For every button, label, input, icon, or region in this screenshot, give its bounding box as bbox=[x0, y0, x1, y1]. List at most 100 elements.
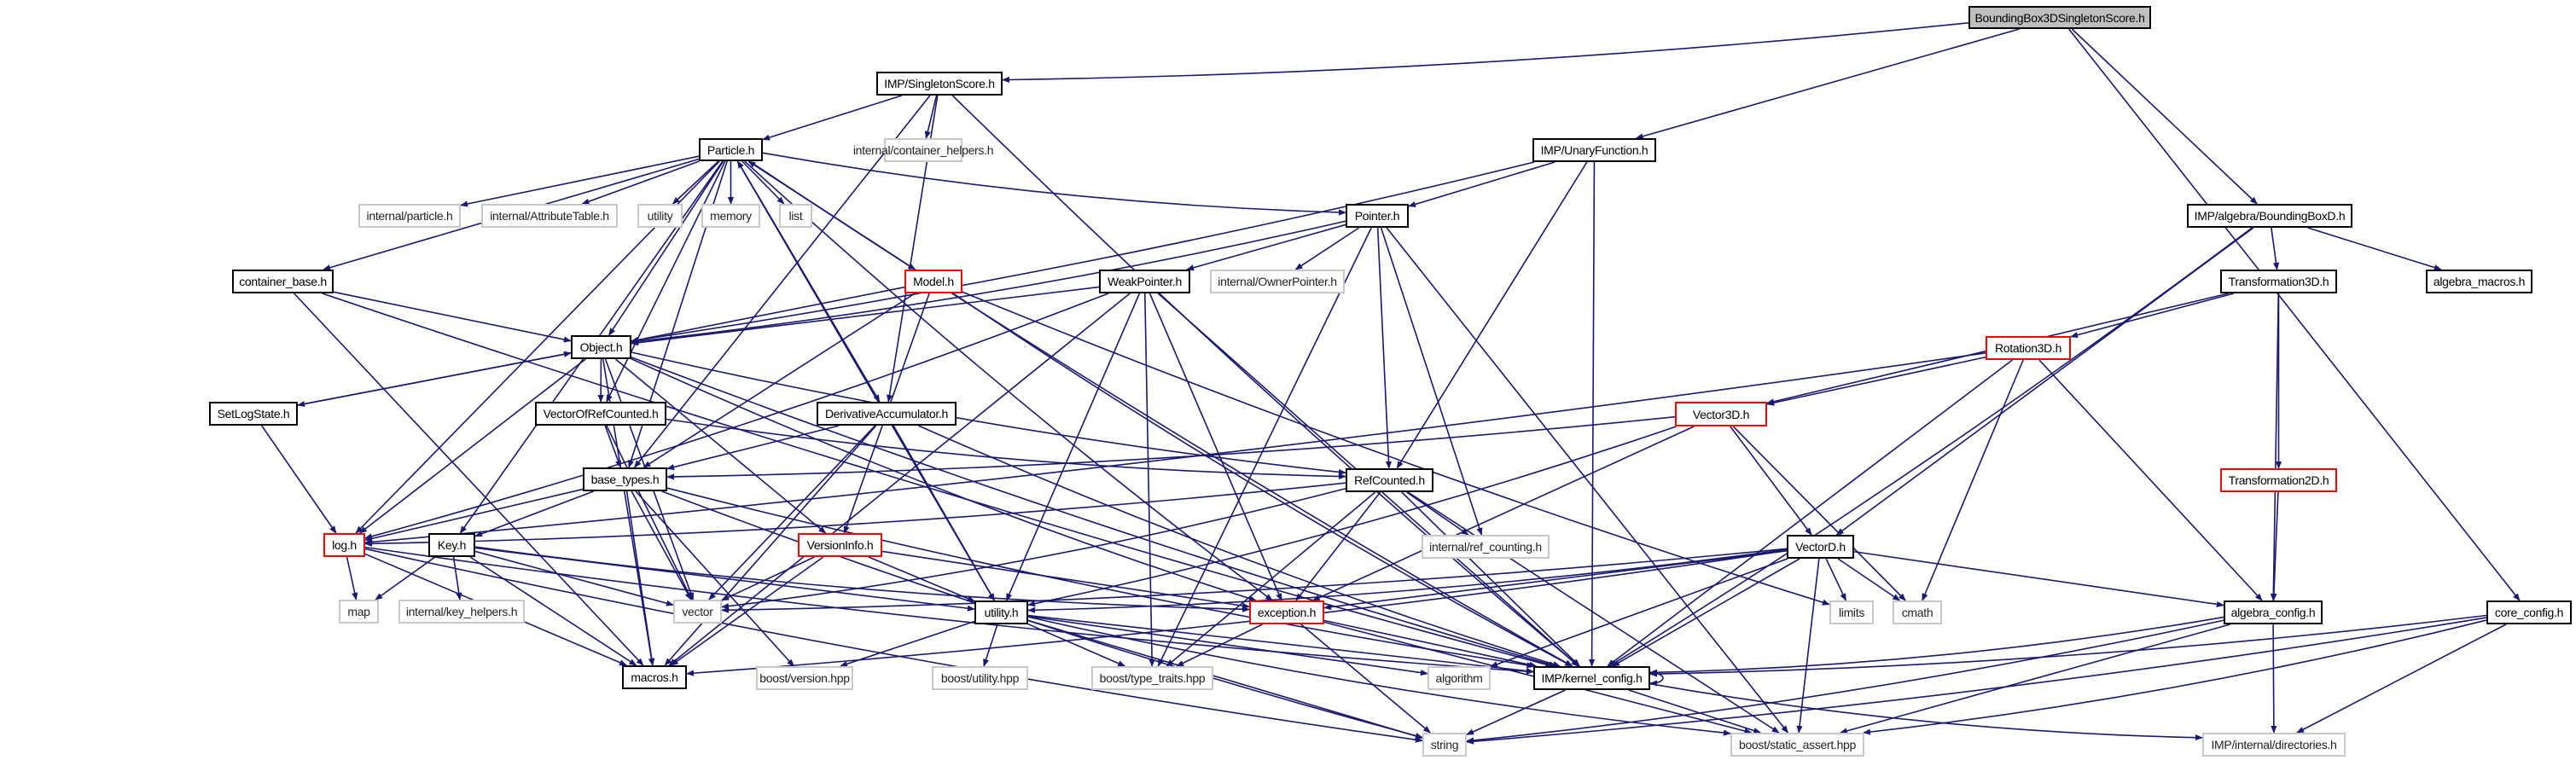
edge-cb-to-object bbox=[333, 291, 572, 343]
node-label: Particle.h bbox=[707, 142, 755, 157]
node-map[interactable]: map bbox=[339, 600, 379, 624]
edge-bt-to-kc bbox=[666, 487, 1535, 669]
node-model[interactable]: Model.h bbox=[904, 270, 962, 293]
edge-rot-to-log bbox=[364, 352, 1986, 545]
edge-vd-to-vector bbox=[721, 548, 1788, 613]
node-cmath[interactable]: cmath bbox=[1893, 600, 1942, 624]
edge-ss-to-ch bbox=[924, 95, 938, 139]
node-vorc[interactable]: VectorOfRefCounted.h bbox=[535, 402, 666, 426]
node-kh[interactable]: internal/key_helpers.h bbox=[398, 600, 525, 624]
edge-log-to-map bbox=[346, 556, 358, 600]
node-sls[interactable]: SetLogState.h bbox=[209, 402, 298, 426]
node-label: Rotation3D.h bbox=[1994, 341, 2062, 355]
edge-deriv-to-macros bbox=[664, 425, 877, 666]
node-t2d[interactable]: Transformation2D.h bbox=[2220, 468, 2337, 492]
edge-rot-to-kc bbox=[1607, 359, 2013, 667]
edge-pointer-to-object bbox=[631, 220, 1346, 345]
node-label: IMP/algebra/BoundingBoxD.h bbox=[2194, 209, 2346, 223]
edge-rot-to-cmath bbox=[1922, 359, 2024, 601]
node-vector[interactable]: vector bbox=[673, 600, 722, 624]
node-bt[interactable]: base_types.h bbox=[583, 467, 667, 491]
edge-cb-to-kc bbox=[322, 293, 1554, 668]
edge-cc-to-dirs bbox=[2296, 624, 2507, 734]
edge-particle-to-ipart bbox=[460, 155, 700, 207]
node-cc[interactable]: core_config.h bbox=[2486, 600, 2572, 624]
node-btt[interactable]: boost/type_traits.hpp bbox=[1091, 666, 1213, 690]
node-key[interactable]: Key.h bbox=[428, 533, 475, 557]
node-memory[interactable]: memory bbox=[701, 204, 760, 228]
node-rc[interactable]: RefCounted.h bbox=[1346, 468, 1433, 492]
node-pointer[interactable]: Pointer.h bbox=[1346, 204, 1409, 228]
edge-kc-to-string bbox=[1466, 689, 1566, 735]
edge-log-to-kc bbox=[364, 546, 1534, 675]
edge-vi-to-exc bbox=[881, 550, 1250, 609]
node-label: Pointer.h bbox=[1354, 209, 1400, 223]
edge-vd-to-exc bbox=[1323, 550, 1788, 611]
edge-particle-to-list bbox=[741, 160, 785, 205]
node-exc[interactable]: exception.h bbox=[1249, 600, 1324, 624]
node-label: internal/particle.h bbox=[366, 209, 453, 223]
node-owner[interactable]: internal/OwnerPointer.h bbox=[1210, 270, 1345, 293]
node-label: Transformation2D.h bbox=[2228, 473, 2329, 487]
node-utility[interactable]: utility bbox=[637, 204, 683, 228]
edge-cb-to-macros bbox=[294, 293, 644, 666]
edge-vd-to-cmath bbox=[1837, 558, 1901, 601]
edge-t3d-to-ac bbox=[2270, 293, 2280, 601]
node-rot[interactable]: Rotation3D.h bbox=[1986, 336, 2071, 360]
node-label: base_types.h bbox=[590, 473, 660, 486]
node-uh[interactable]: utility.h bbox=[974, 600, 1028, 624]
node-dirs[interactable]: IMP/internal/directories.h bbox=[2202, 733, 2346, 757]
node-attr[interactable]: internal/AttributeTable.h bbox=[481, 204, 618, 228]
edge-pointer-to-weak bbox=[1186, 223, 1346, 271]
edge-key-to-map bbox=[375, 556, 436, 600]
node-list[interactable]: list bbox=[779, 204, 812, 228]
node-vi[interactable]: VersionInfo.h bbox=[798, 533, 882, 557]
node-bver[interactable]: boost/version.hpp bbox=[756, 666, 853, 690]
node-label: boost/static_assert.hpp bbox=[1738, 738, 1857, 751]
node-butil[interactable]: boost/utility.hpp bbox=[932, 666, 1028, 690]
node-uf[interactable]: IMP/UnaryFunction.h bbox=[1532, 138, 1656, 162]
node-label: log.h bbox=[332, 538, 357, 552]
edge-uh-to-string bbox=[1027, 619, 1423, 740]
node-particle[interactable]: Particle.h bbox=[699, 138, 763, 161]
node-ss[interactable]: IMP/SingletonScore.h bbox=[876, 72, 1003, 96]
node-cb[interactable]: container_base.h bbox=[232, 270, 334, 293]
edge-model-to-bt bbox=[643, 293, 916, 468]
node-object[interactable]: Object.h bbox=[571, 335, 631, 359]
node-bsa[interactable]: boost/static_assert.hpp bbox=[1730, 733, 1864, 757]
node-ac[interactable]: algebra_config.h bbox=[2224, 600, 2323, 624]
node-weak[interactable]: WeakPointer.h bbox=[1099, 270, 1190, 293]
edge-object-to-exc bbox=[631, 358, 1257, 601]
node-label: Vector3D.h bbox=[1692, 407, 1750, 421]
edge-vorc-to-vector bbox=[606, 425, 693, 600]
node-amac[interactable]: algebra_macros.h bbox=[2426, 270, 2532, 293]
edge-uf-to-pointer bbox=[1408, 161, 1555, 207]
node-ch[interactable]: internal/container_helpers.h bbox=[853, 138, 994, 162]
node-vd[interactable]: VectorD.h bbox=[1787, 535, 1854, 559]
node-label: WeakPointer.h bbox=[1108, 275, 1182, 288]
node-v3d[interactable]: Vector3D.h bbox=[1675, 402, 1767, 426]
node-root[interactable]: BoundingBox3DSingletonScore.h bbox=[1968, 6, 2151, 29]
edge-rot-to-v3d bbox=[1766, 356, 1986, 406]
node-t3d[interactable]: Transformation3D.h bbox=[2220, 270, 2337, 293]
node-label: map bbox=[347, 605, 370, 618]
node-limits[interactable]: limits bbox=[1829, 600, 1874, 624]
node-kc[interactable]: IMP/kernel_config.h bbox=[1533, 666, 1650, 690]
node-ipart[interactable]: internal/particle.h bbox=[358, 204, 461, 228]
node-rcnt[interactable]: internal/ref_counting.h bbox=[1422, 535, 1550, 559]
edge-vi-to-macros bbox=[670, 556, 824, 666]
node-log[interactable]: log.h bbox=[323, 533, 365, 557]
node-bbd[interactable]: IMP/algebra/BoundingBoxD.h bbox=[2187, 204, 2352, 228]
edge-ac-to-dirs bbox=[2271, 624, 2277, 734]
node-label: IMP/kernel_config.h bbox=[1541, 671, 1643, 685]
node-string[interactable]: string bbox=[1422, 733, 1467, 757]
edge-uh-to-btt bbox=[1027, 623, 1126, 667]
node-macros[interactable]: macros.h bbox=[622, 665, 687, 689]
node-label: boost/version.hpp bbox=[759, 671, 850, 685]
edge-v3d-to-uh bbox=[1027, 426, 1677, 607]
node-algo[interactable]: algorithm bbox=[1428, 666, 1491, 690]
edge-vi-to-uh bbox=[868, 556, 975, 602]
node-label: internal/key_helpers.h bbox=[405, 605, 518, 618]
node-deriv[interactable]: DerivativeAccumulator.h bbox=[817, 402, 957, 426]
